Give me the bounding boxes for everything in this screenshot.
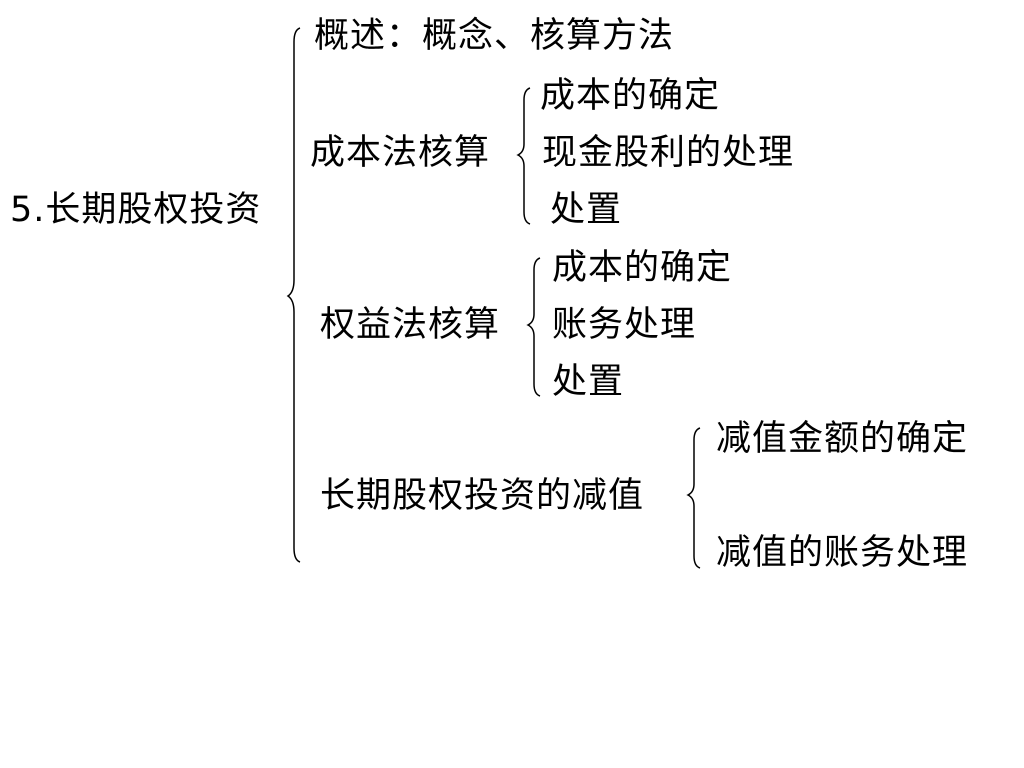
equity-method-brace — [526, 257, 541, 397]
equity-method-item-1: 成本的确定 — [552, 248, 733, 288]
main-brace — [286, 27, 301, 563]
impairment-item-1: 减值金额的确定 — [716, 419, 969, 459]
root-label: 5.长期股权投资 — [10, 190, 262, 230]
cost-method-item-3: 处置 — [550, 190, 623, 230]
overview-label: 概述：概念、核算方法 — [314, 16, 675, 56]
cost-method-brace — [516, 87, 531, 225]
impairment-label: 长期股权投资的减值 — [320, 476, 645, 516]
cost-method-item-2: 现金股利的处理 — [542, 133, 795, 173]
equity-method-label: 权益法核算 — [320, 305, 501, 345]
cost-method-item-1: 成本的确定 — [540, 76, 721, 116]
equity-method-item-3: 处置 — [552, 362, 625, 402]
impairment-item-2: 减值的账务处理 — [716, 533, 969, 573]
impairment-brace — [686, 427, 701, 569]
cost-method-label: 成本法核算 — [310, 133, 491, 173]
equity-method-item-2: 账务处理 — [552, 305, 697, 345]
